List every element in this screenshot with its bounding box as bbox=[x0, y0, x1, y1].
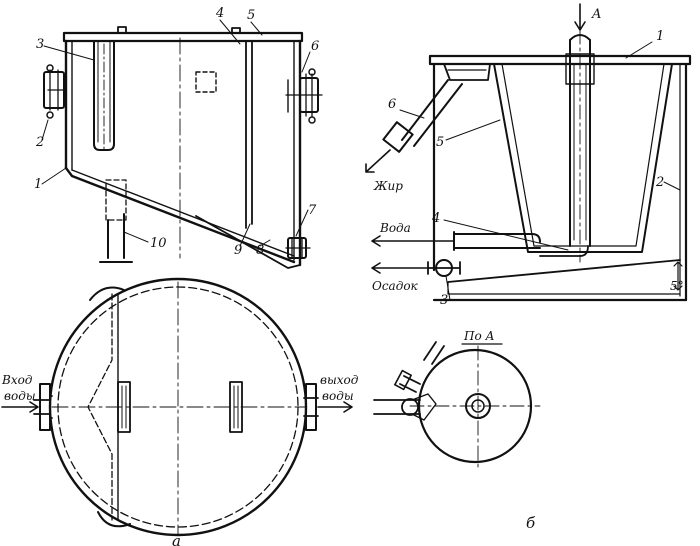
view-a-title: По А bbox=[463, 329, 495, 343]
view-a-water-pipe bbox=[373, 399, 421, 415]
outlet-label-2: воды bbox=[322, 389, 354, 403]
cover-handle-right bbox=[231, 27, 241, 34]
figure-a-plan-labels: Вход воды выход воды а bbox=[1, 373, 359, 546]
outlet-bolt-bottom bbox=[308, 116, 316, 124]
angle-label: 5° bbox=[670, 279, 684, 293]
inspection-window bbox=[195, 71, 217, 93]
plan-inlet-flange bbox=[39, 383, 51, 431]
b-bottom-inner bbox=[447, 281, 681, 295]
angle-mark bbox=[673, 261, 683, 291]
label-b-6: 6 bbox=[388, 97, 396, 112]
lug-top bbox=[89, 286, 125, 301]
label-a-8: 8 bbox=[256, 243, 264, 258]
fat-tray bbox=[433, 63, 491, 81]
figure-b-section bbox=[365, 3, 692, 302]
figure-b-view-a bbox=[373, 341, 541, 469]
b-bottom-slope bbox=[447, 259, 681, 283]
view-a-arrow bbox=[574, 3, 586, 31]
center-pipe bbox=[569, 39, 591, 247]
view-a-fat-pipe bbox=[423, 341, 445, 365]
sloped-bottom-inner bbox=[71, 169, 295, 257]
figure-a-section bbox=[43, 26, 323, 269]
figure-b-labels: A 1 6 5 2 4 3 Жир Вода Осадок 5° bbox=[372, 7, 684, 308]
cone-outer bbox=[493, 63, 673, 253]
label-b-4: 4 bbox=[431, 211, 440, 226]
figure-b-leaders bbox=[399, 41, 681, 301]
label-a-6: 6 bbox=[311, 39, 319, 54]
outlet-label-1: выход bbox=[320, 373, 359, 387]
support-leg-hidden bbox=[105, 179, 127, 221]
inlet-bolt-top bbox=[46, 64, 54, 72]
label-a-10: 10 bbox=[150, 236, 167, 251]
view-a-hatch bbox=[411, 393, 437, 421]
plan-outlet-flange bbox=[305, 383, 317, 431]
flow-water: Вода bbox=[379, 221, 411, 235]
figure-b-view-labels: По А б bbox=[463, 329, 536, 532]
label-a-3: 3 bbox=[36, 37, 44, 52]
sloped-bottom bbox=[64, 166, 296, 264]
slot-right-detail bbox=[233, 385, 239, 429]
inlet-baffle-hidden bbox=[87, 293, 113, 521]
flow-sediment: Осадок bbox=[372, 279, 419, 293]
slot-left bbox=[117, 381, 131, 433]
inlet-label-2: воды bbox=[4, 389, 36, 403]
slot-left-detail bbox=[121, 385, 127, 429]
cover-handle bbox=[117, 26, 127, 34]
caption-b: б bbox=[526, 514, 536, 532]
label-b-2: 2 bbox=[655, 175, 664, 190]
cone-inner bbox=[501, 63, 665, 247]
support-leg bbox=[99, 213, 133, 263]
outlet-bolt bbox=[308, 68, 316, 76]
sludge-pocket bbox=[195, 215, 301, 269]
top-cover bbox=[62, 31, 304, 43]
baffle-plate bbox=[245, 40, 253, 229]
fat-arrow bbox=[365, 149, 391, 173]
b-top-plate bbox=[428, 54, 692, 66]
sediment-arrow bbox=[371, 262, 429, 274]
label-b-5: 5 bbox=[436, 135, 444, 150]
outlet-flange-detail bbox=[285, 73, 323, 117]
inlet-pipe bbox=[93, 40, 115, 151]
water-arrow bbox=[371, 235, 455, 247]
label-a-5: 5 bbox=[247, 8, 255, 23]
inlet-flange-detail bbox=[47, 69, 67, 111]
slot-right bbox=[229, 381, 243, 433]
label-a-9: 9 bbox=[234, 243, 242, 258]
caption-a: а bbox=[172, 532, 181, 546]
lug-bottom bbox=[97, 511, 131, 528]
inlet-bolt bbox=[46, 111, 54, 119]
label-b-3: 3 bbox=[440, 293, 448, 308]
figure-a-leaders bbox=[41, 19, 311, 247]
label-a-1: 1 bbox=[34, 177, 42, 192]
figure-a-labels: 4 5 3 6 2 1 7 10 9 8 bbox=[34, 6, 319, 258]
fat-pipe bbox=[401, 79, 463, 147]
inlet-label-1: Вход bbox=[1, 373, 33, 387]
center-pipe-inner bbox=[573, 63, 587, 241]
view-a-valve bbox=[401, 398, 419, 416]
label-a-4: 4 bbox=[215, 6, 224, 21]
drain-valve-detail bbox=[285, 237, 311, 259]
label-view-a: A bbox=[591, 7, 601, 22]
label-a-7: 7 bbox=[308, 203, 317, 218]
view-a-nozzle bbox=[399, 375, 421, 393]
inlet-arrow bbox=[1, 401, 39, 413]
water-pipe bbox=[453, 233, 541, 249]
inlet-pipe-inner bbox=[97, 40, 111, 143]
outlet-arrow bbox=[317, 401, 353, 413]
label-a-2: 2 bbox=[35, 135, 44, 150]
view-a-nozzle-end bbox=[394, 369, 412, 391]
fat-pipe-end bbox=[382, 121, 414, 153]
internal-inlet bbox=[539, 245, 589, 257]
figure-a-plan bbox=[1, 277, 353, 537]
flow-fat: Жир bbox=[373, 179, 403, 193]
sediment-valve-body bbox=[427, 261, 461, 275]
label-b-1: 1 bbox=[656, 29, 664, 44]
